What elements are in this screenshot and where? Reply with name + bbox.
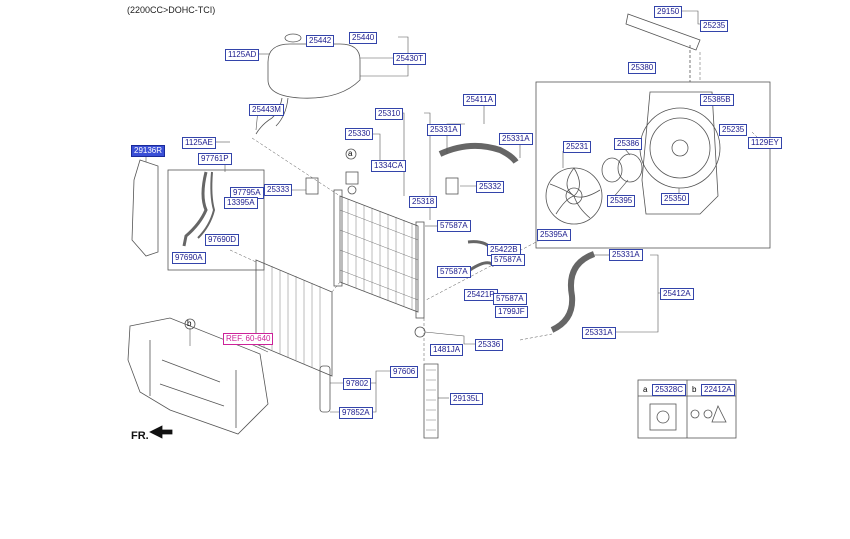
part-label-25411a[interactable]: 25411A	[463, 94, 496, 106]
part-label-25385b[interactable]: 25385B	[700, 94, 734, 106]
part-label-13395a[interactable]: 13395A	[224, 197, 258, 209]
upper-hose	[438, 142, 519, 164]
part-label-25235[interactable]: 25235	[719, 124, 748, 136]
legend-letter-a: a	[643, 385, 648, 394]
legend-code-b[interactable]: 22412A	[701, 384, 735, 396]
part-label-25421p[interactable]: 25421P	[464, 289, 498, 301]
legend-letter-b: b	[692, 385, 697, 394]
side-seal	[131, 159, 159, 257]
upper-bracket	[625, 13, 701, 51]
part-label-29136r[interactable]: 29136R	[131, 145, 166, 157]
part-label-25332[interactable]: 25332	[476, 181, 505, 193]
part-label-25386[interactable]: 25386	[614, 138, 643, 150]
part-label-25395a[interactable]: 25395A	[537, 229, 571, 241]
part-label-97795a[interactable]: 97795A	[230, 187, 264, 199]
part-label-97606[interactable]: 97606	[390, 366, 419, 378]
part-label-1334ca[interactable]: 1334CA	[371, 160, 406, 172]
part-label-25412a[interactable]: 25412A	[660, 288, 694, 300]
part-label-29150[interactable]: 29150	[654, 6, 683, 18]
part-label-57587a[interactable]: 57587A	[437, 266, 471, 278]
ac-pipe	[182, 171, 208, 247]
part-label-25430t[interactable]: 25430T	[393, 53, 427, 65]
part-label-97802[interactable]: 97802	[343, 378, 372, 390]
part-label-97690d[interactable]: 97690D	[205, 234, 240, 246]
fan-shroud	[641, 91, 719, 215]
pipe-group-box	[167, 169, 265, 271]
part-label-97690a[interactable]: 97690A	[172, 252, 206, 264]
callout-b: b	[187, 319, 192, 328]
part-label-25442[interactable]: 25442	[306, 35, 335, 47]
part-label-1481ja[interactable]: 1481JA	[430, 344, 464, 356]
legend-code-a[interactable]: 25328C	[652, 384, 687, 396]
part-label-1129ey[interactable]: 1129EY	[748, 137, 782, 149]
radiator-core	[339, 195, 419, 313]
part-label-1799jf[interactable]: 1799JF	[495, 306, 528, 318]
part-label-1125ae[interactable]: 1125AE	[182, 137, 216, 149]
part-label-25231[interactable]: 25231	[563, 141, 592, 153]
part-label-29135l[interactable]: 29135L	[450, 393, 483, 405]
carrier-panel	[127, 317, 269, 435]
part-label-25331a[interactable]: 25331A	[499, 133, 533, 145]
engine-spec-header: (2200CC>DOHC-TCI)	[127, 5, 216, 15]
lower-hose	[550, 251, 596, 333]
reservoir-tank	[267, 43, 361, 99]
part-label-57587a[interactable]: 57587A	[493, 293, 527, 305]
front-direction-label: FR.	[131, 430, 149, 442]
part-label-25380[interactable]: 25380	[628, 62, 657, 74]
part-label-25443m[interactable]: 25443M	[249, 104, 284, 116]
part-label-25336[interactable]: 25336	[475, 339, 504, 351]
part-label-25331a[interactable]: 25331A	[427, 124, 461, 136]
part-label-57587a[interactable]: 57587A	[491, 254, 525, 266]
part-label-25318[interactable]: 25318	[409, 196, 438, 208]
part-label-25330[interactable]: 25330	[345, 128, 374, 140]
callout-a: a	[348, 149, 353, 158]
part-label-ref60640[interactable]: REF. 60-640	[223, 333, 274, 345]
part-label-25331a[interactable]: 25331A	[609, 249, 643, 261]
part-label-25350[interactable]: 25350	[661, 193, 690, 205]
part-label-57587a[interactable]: 57587A	[437, 220, 471, 232]
part-label-25333[interactable]: 25333	[264, 184, 293, 196]
part-label-25310[interactable]: 25310	[375, 108, 404, 120]
air-guard	[423, 363, 439, 439]
part-label-25440[interactable]: 25440	[349, 32, 378, 44]
part-label-97761p[interactable]: 97761P	[198, 153, 232, 165]
front-arrow	[149, 425, 173, 439]
part-label-25395[interactable]: 25395	[607, 195, 636, 207]
part-label-25331a[interactable]: 25331A	[582, 327, 616, 339]
condenser	[255, 259, 333, 377]
part-label-97852a[interactable]: 97852A	[339, 407, 373, 419]
part-label-25235[interactable]: 25235	[700, 20, 729, 32]
part-label-1125ad[interactable]: 1125AD	[225, 49, 260, 61]
fan-group-box	[535, 81, 771, 249]
